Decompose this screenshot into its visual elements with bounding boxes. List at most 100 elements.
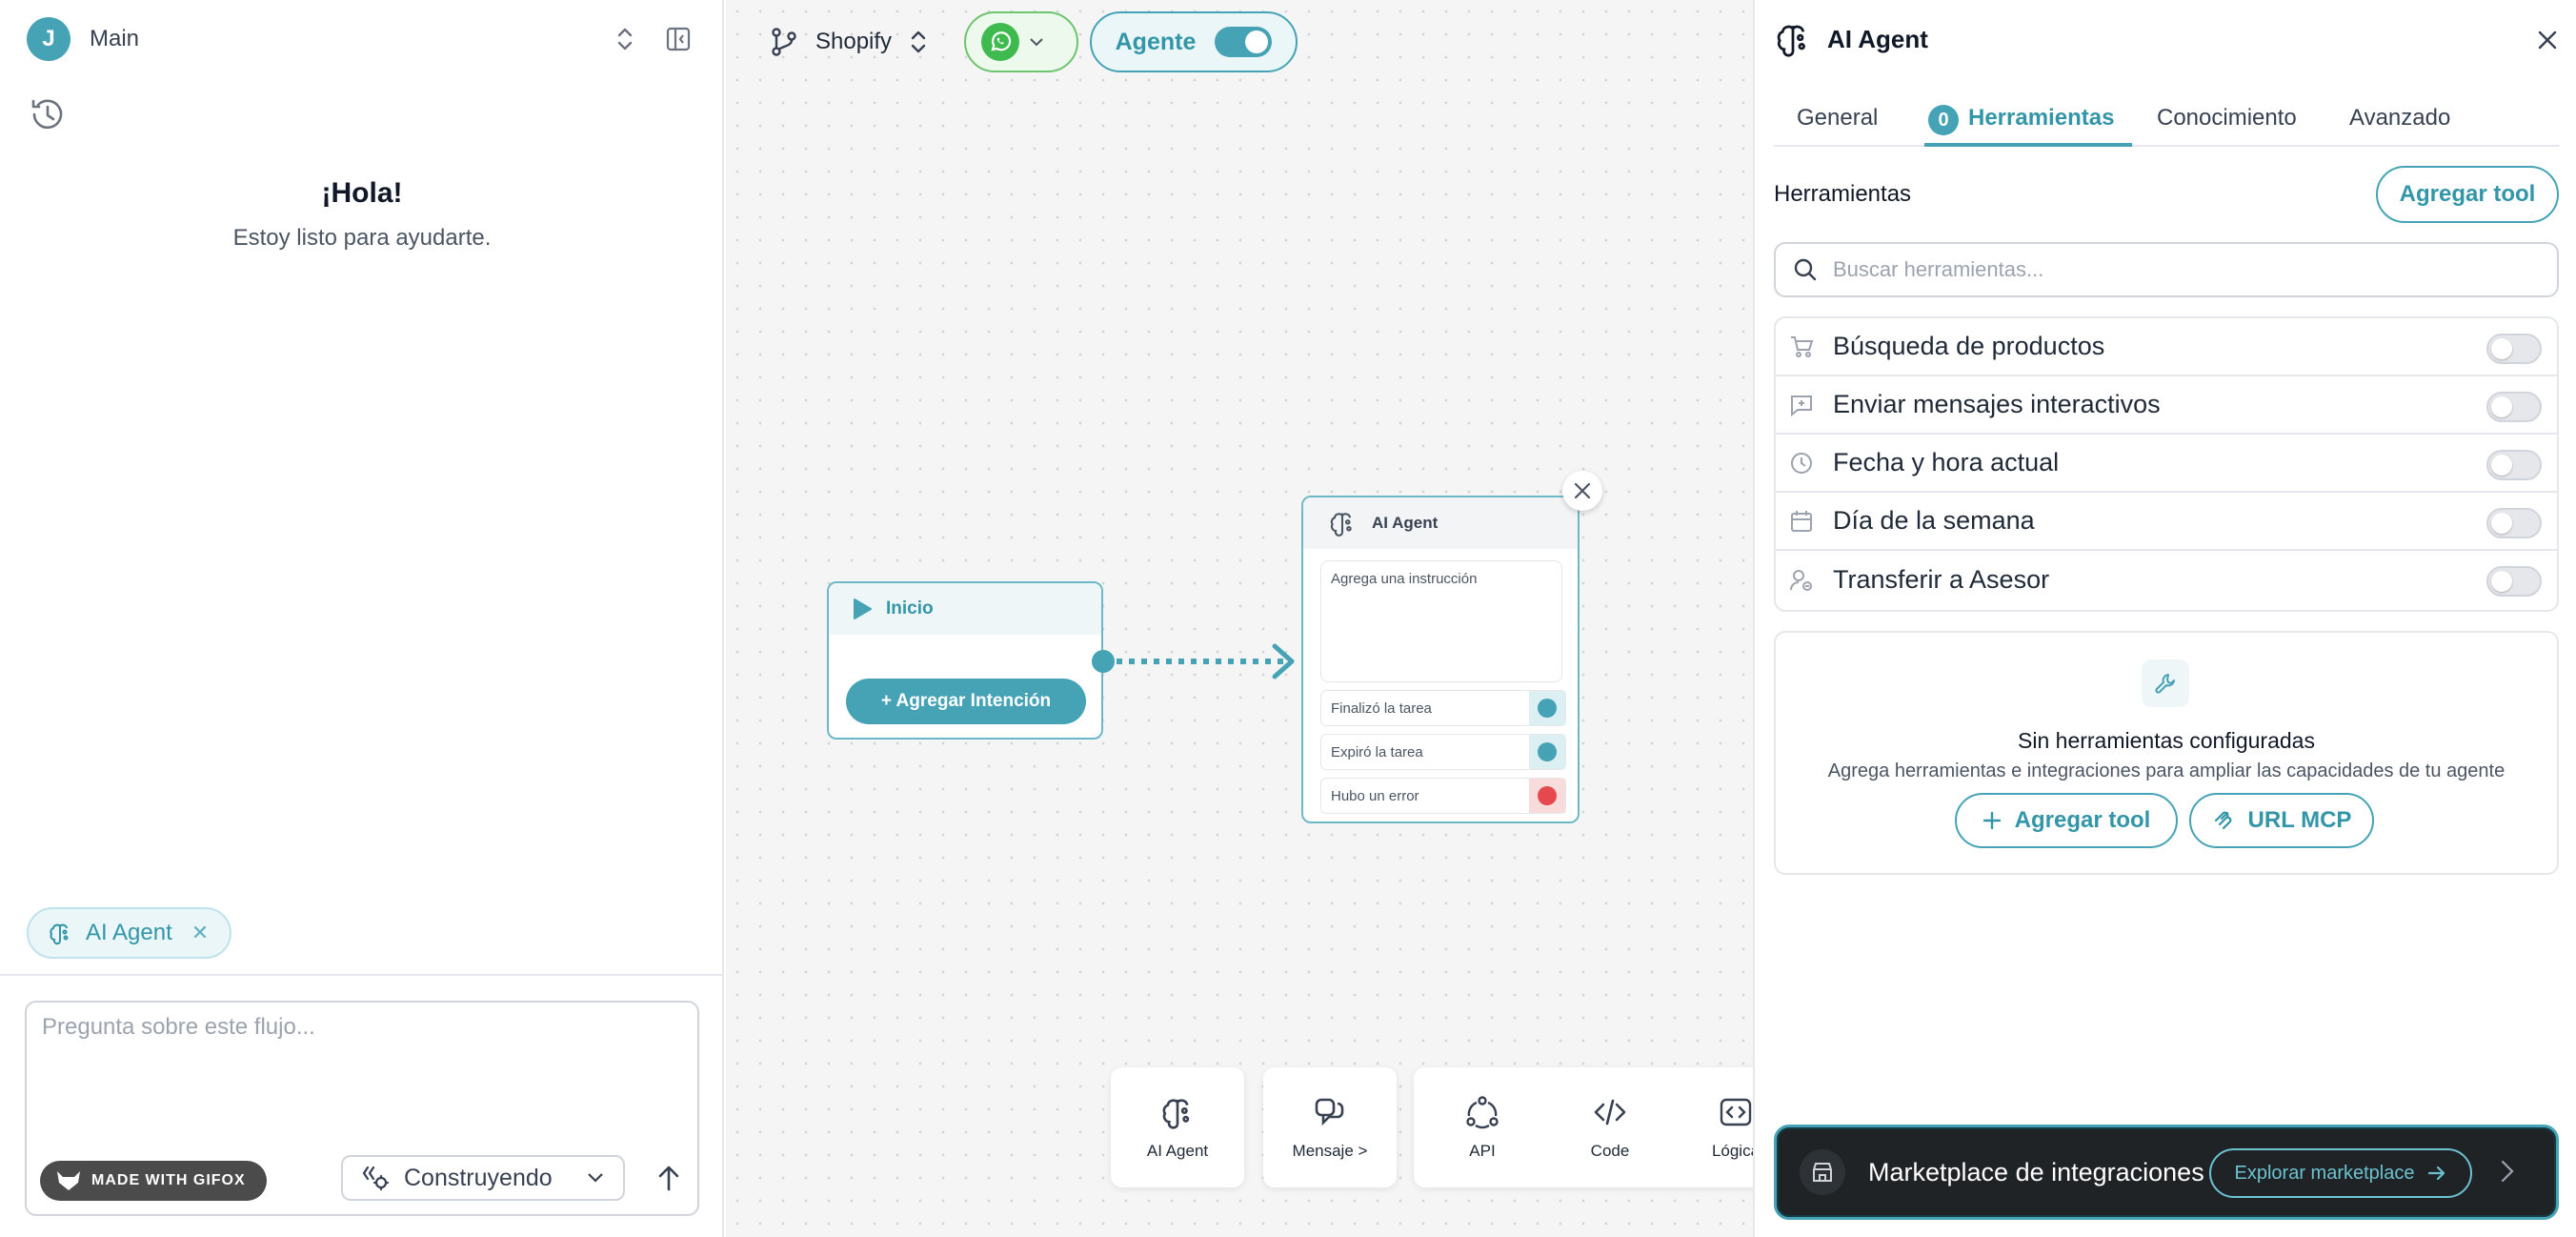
chevron-updown-icon[interactable] [606,20,644,58]
tool-toggle[interactable] [2486,334,2542,364]
tab-label: Herramientas [1968,105,2115,131]
branch-selector[interactable]: Shopify [770,21,928,63]
tool-label: Transferir a Asesor [1833,565,2050,594]
chevron-down-icon [588,1173,603,1183]
tab-conocimiento[interactable]: Conocimiento [2157,93,2297,147]
divider [0,974,724,976]
close-panel-button[interactable] [2528,21,2566,59]
section-title: Herramientas [1774,181,1912,207]
url-mcp-button[interactable]: URL MCP [2189,793,2374,848]
toolbar-item-message[interactable]: Mensaje > [1263,1067,1397,1187]
branch-name: Shopify [815,29,893,54]
mcp-icon [2214,811,2231,830]
plus-icon [1982,811,2001,830]
empty-add-tool-button[interactable]: Agregar tool [1955,793,2178,848]
flow-canvas[interactable]: Shopify Agente Inicio + Agregar Intenció… [726,0,1753,1237]
tab-herramientas[interactable]: 0 Herramientas [1924,93,2132,147]
toolbar-label: Lógica [1711,1142,1753,1160]
button-label: Agregar tool [2014,807,2151,833]
ai-agent-node[interactable]: AI Agent Agrega una instrucción Finalizó… [1301,496,1580,823]
agent-toggle[interactable]: Agente [1090,11,1298,72]
chevron-right-icon[interactable] [2501,1160,2514,1183]
add-tool-button[interactable]: Agregar tool [2376,166,2559,223]
build-icon [362,1166,390,1191]
tab-count-badge: 0 [1928,105,1959,135]
context-chip[interactable]: AI Agent ✕ [27,907,232,959]
instruction-input[interactable]: Agrega una instrucción [1320,560,1562,682]
explore-marketplace-button[interactable]: Explorar marketplace [2209,1148,2472,1198]
chat-input[interactable] [42,1014,680,1128]
toolbar-item-ai-agent[interactable]: AI Agent [1111,1067,1244,1187]
output-port[interactable] [1529,691,1565,725]
brain-icon [1777,25,1805,57]
toolbar-item-logic[interactable]: Lógica [1679,1094,1753,1161]
clock-icon [1791,452,1812,474]
send-button[interactable] [650,1159,688,1197]
agent-toggle-label: Agente [1115,28,1197,55]
node-close-button[interactable] [1562,471,1602,511]
chevron-updown-icon [911,30,926,53]
agent-switch[interactable] [1215,27,1273,57]
wrench-icon [2142,659,2189,707]
close-icon [1574,482,1591,499]
greeting-subtitle: Estoy listo para ayudarte. [232,225,492,251]
history-icon[interactable] [29,95,70,137]
toolbar-label: API [1469,1142,1496,1160]
toolbar-label: Code [1590,1142,1630,1160]
badge-label: MADE WITH GIFOX [91,1172,246,1188]
tool-search [1774,242,2559,297]
user-transfer-icon [1790,569,1812,591]
tool-toggle[interactable] [2486,566,2542,597]
toolbar-label: AI Agent [1146,1142,1209,1160]
output-port[interactable] [1529,735,1565,769]
tab-avanzado[interactable]: Avanzado [2349,93,2450,147]
tool-label: Búsqueda de productos [1833,332,2105,360]
mode-select[interactable]: Construyendo [341,1155,625,1201]
chevron-down-icon [1030,38,1043,47]
channel-selector[interactable] [964,11,1078,72]
message-plus-icon [1791,395,1812,416]
cart-icon [1791,335,1814,357]
tool-label: Día de la semana [1833,506,2035,535]
play-icon [854,598,872,619]
tool-toggle[interactable] [2486,392,2542,422]
whatsapp-icon [981,23,1019,61]
tool-toggle[interactable] [2486,508,2542,538]
output-port[interactable] [1529,779,1565,813]
button-label: URL MCP [2247,807,2352,833]
logic-icon [1720,1098,1752,1126]
empty-state: Sin herramientas configuradas Agrega her… [1774,631,2559,875]
tab-bar: General 0 Herramientas Conocimiento Avanz… [1774,93,2559,147]
output-row: Expiró la tarea [1320,734,1566,770]
tool-toggle[interactable] [2486,450,2542,480]
api-icon [1466,1096,1499,1129]
close-icon[interactable]: ✕ [191,921,210,944]
marketplace-banner[interactable]: Marketplace de integraciones Explorar ma… [1774,1125,2559,1220]
workspace-name[interactable]: Main [90,26,140,51]
tool-label: Enviar mensajes interactivos [1833,390,2161,418]
assistant-panel: J Main ¡Hola! Estoy listo para ayudarte.… [0,0,724,1237]
toolbar-item-api[interactable]: API [1425,1094,1540,1161]
empty-description: Agrega herramientas e integraciones para… [1827,760,2506,781]
output-label: Finalizó la tarea [1331,700,1432,717]
output-row: Hubo un error [1320,778,1566,814]
ai-agent-node-header: AI Agent [1303,497,1578,549]
toolbar-group: API Code Lógica [1414,1067,1753,1187]
node-output-port[interactable] [1092,650,1115,673]
sidebar-collapse-icon[interactable] [659,20,697,58]
output-label: Expiró la tarea [1331,743,1423,760]
start-node-header: Inicio [829,583,1101,635]
search-input[interactable] [1833,257,2500,282]
start-node[interactable]: Inicio + Agregar Intención [827,581,1103,740]
greeting-title: ¡Hola! [321,177,403,209]
tool-row: Fecha y hora actual [1776,435,2557,493]
tab-general[interactable]: General [1797,93,1878,147]
button-label: Explorar marketplace [2234,1162,2415,1184]
arrow-up-icon [658,1166,679,1191]
code-icon [1594,1099,1626,1125]
toolbar-item-code[interactable]: Code [1553,1094,1667,1161]
avatar[interactable]: J [27,17,70,61]
toolbar-label: Mensaje > [1292,1142,1368,1160]
output-row: Finalizó la tarea [1320,690,1566,726]
add-intent-button[interactable]: + Agregar Intención [846,679,1086,724]
